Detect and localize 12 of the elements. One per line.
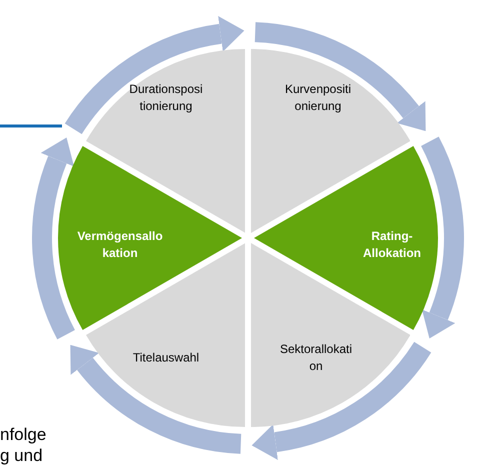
wedge-segment — [58, 146, 242, 330]
cut-off-text: nfolge g und — [0, 424, 48, 466]
wedge-segment — [86, 48, 245, 233]
wedge-segment — [254, 146, 438, 330]
segment-label: Durationspositionierung — [128, 80, 204, 115]
segment-label: Rating-Allokation — [362, 228, 422, 262]
segment-label: Kurvenpositionierung — [284, 80, 352, 115]
segment-label: Sektorallokation — [278, 340, 354, 375]
wedge-segment — [86, 243, 245, 428]
segment-label: Vermögensallokation — [77, 228, 163, 262]
segment-label: Titelauswahl — [132, 349, 200, 366]
wedge-segment — [251, 48, 410, 233]
